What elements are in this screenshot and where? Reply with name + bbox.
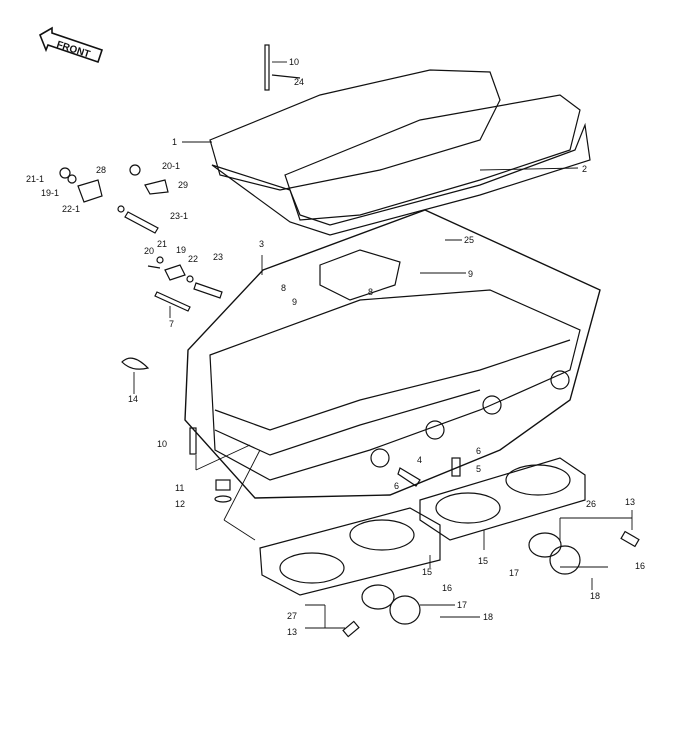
front-arrow-icon: FRONT: [39, 26, 104, 64]
callout-26: 26: [586, 499, 597, 509]
callout-24: 24: [294, 77, 305, 87]
callout-3: 3: [259, 239, 265, 249]
callout-27: 27: [287, 611, 298, 621]
callout-20: 20: [144, 246, 155, 256]
callout-25: 25: [464, 235, 475, 245]
leader-lines: [133, 61, 633, 629]
callout-19: 19: [176, 245, 187, 255]
callout-23-1: 23-1: [170, 211, 189, 221]
callout-7: 7: [169, 319, 175, 329]
callout-21-1: 21-1: [26, 174, 45, 184]
callout-8: 8: [368, 287, 374, 297]
callout-10: 10: [157, 439, 168, 449]
callout-1: 1: [172, 137, 178, 147]
callout-23: 23: [213, 252, 224, 262]
callout-15: 15: [478, 556, 489, 566]
callout-17: 17: [457, 600, 468, 610]
callout-9: 9: [468, 269, 474, 279]
callout-6: 6: [476, 446, 482, 456]
callout-22: 22: [188, 254, 199, 264]
small-parts: [59, 164, 461, 503]
callout-16: 16: [442, 583, 453, 593]
callout-29: 29: [178, 180, 189, 190]
callout-18: 18: [483, 612, 494, 622]
callout-8: 8: [281, 283, 287, 293]
callout-17: 17: [509, 568, 520, 578]
cylinder-head-cover: [209, 44, 591, 236]
callout-16: 16: [635, 561, 646, 571]
callout-28: 28: [96, 165, 107, 175]
callout-11: 11: [175, 483, 185, 493]
callout-22-1: 22-1: [62, 204, 81, 214]
head-gasket: [259, 457, 586, 596]
callout-20-1: 20-1: [162, 161, 181, 171]
callout-12: 12: [175, 499, 186, 509]
cylinder-head: [209, 249, 581, 481]
callout-14: 14: [128, 394, 139, 404]
callout-6: 6: [394, 481, 400, 491]
callout-18: 18: [590, 591, 601, 601]
callout-4: 4: [417, 455, 423, 465]
callout-10: 10: [289, 57, 300, 67]
callout-13: 13: [625, 497, 636, 507]
callout-13: 13: [287, 627, 298, 637]
cylinder-head-outline: [184, 209, 601, 499]
callout-2: 2: [582, 164, 588, 174]
callout-5: 5: [476, 464, 482, 474]
callout-9: 9: [292, 297, 298, 307]
callout-19-1: 19-1: [41, 188, 60, 198]
callout-15: 15: [422, 567, 433, 577]
callout-21: 21: [157, 239, 168, 249]
carburetor-holder: [342, 530, 640, 638]
